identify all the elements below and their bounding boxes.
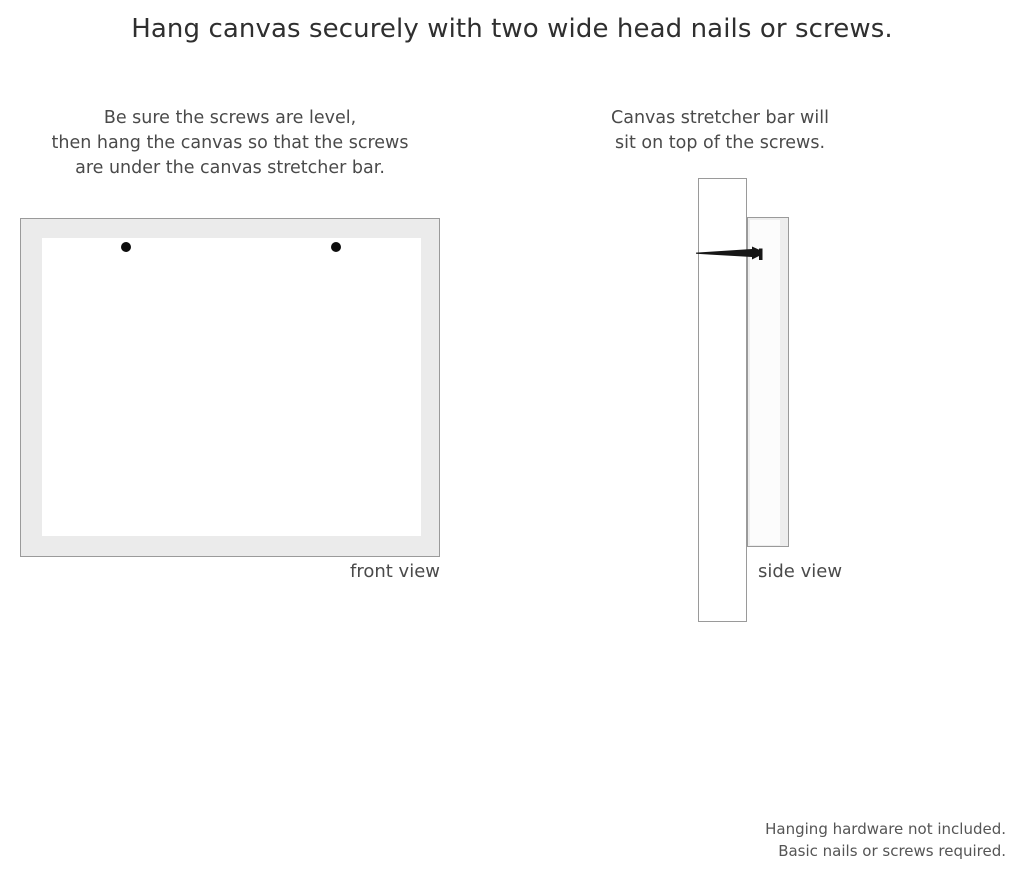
screw-head-left-icon: [121, 242, 131, 252]
front-view-label: front view: [350, 561, 440, 582]
screw-side-icon: [696, 246, 763, 260]
front-view-caption-line-3: are under the canvas stretcher bar.: [75, 158, 385, 178]
footer-line-1: Hanging hardware not included.: [765, 820, 1006, 838]
front-view-caption: Be sure the screws are level, then hang …: [20, 106, 440, 181]
page-title: Hang canvas securely with two wide head …: [131, 14, 893, 44]
side-view-caption: Canvas stretcher bar will sit on top of …: [585, 106, 855, 156]
screw-head-right-icon: [331, 242, 341, 252]
footer-line-2: Basic nails or screws required.: [778, 842, 1006, 860]
front-view-caption-line-1: Be sure the screws are level,: [103, 108, 357, 128]
side-view-stretcher-bar: [747, 217, 789, 547]
side-view-caption-line-2: sit on top of the screws.: [614, 133, 826, 153]
front-view-caption-line-2: then hang the canvas so that the screws: [51, 133, 409, 153]
front-view-canvas-face: [42, 238, 421, 536]
front-view-diagram: [20, 218, 440, 557]
side-view-stretcher-bar-face: [750, 220, 780, 545]
footer-disclaimer: Hanging hardware not included. Basic nai…: [765, 818, 1006, 862]
side-view-label: side view: [758, 561, 843, 582]
side-view-caption-line-1: Canvas stretcher bar will: [611, 108, 829, 128]
